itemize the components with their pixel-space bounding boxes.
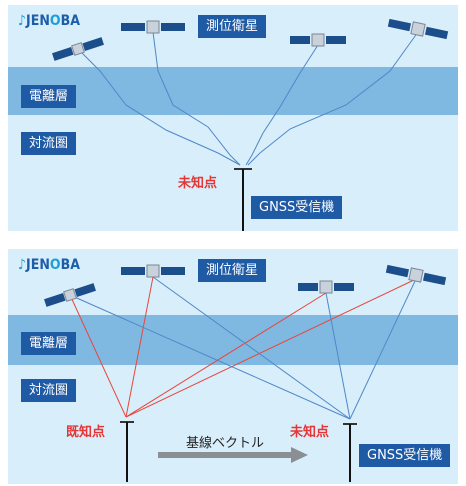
signal-path [245,44,319,166]
satellite-icon [387,18,449,40]
signal-path [152,31,241,166]
signal-paths-bottom [44,264,447,482]
leaf-icon: ♪ [18,257,27,273]
jenoba-logo: ♪JENOBA [18,13,80,29]
signal-path-known [69,294,127,418]
troposphere-label: 対流圏 [21,379,77,402]
signal-path-unknown [69,294,351,420]
satellite-icon [52,37,104,61]
signal-paths-top [52,18,449,231]
signal-path [77,48,241,166]
ionosphere-label: 電離層 [21,332,77,355]
ionosphere-band [8,67,458,115]
troposphere-label: 対流圏 [21,132,77,155]
gnss-receiver-label: GNSS受信機 [359,444,451,467]
signal-path-known [125,278,417,418]
signal-path-unknown [349,278,417,420]
signal-path-known [125,276,154,418]
satellite-icon [385,264,447,286]
relative-positioning-diagram: ♪JENOBA 測位衛星 電離層 対流圏 既知点 未知点 基線ベクトル GNSS… [8,249,458,484]
leaf-icon: ♪ [18,13,27,29]
known-point-label: 既知点 [66,425,106,440]
signal-path [247,31,419,166]
satellite-icon [298,280,354,294]
signal-path-unknown [325,292,351,420]
unknown-point-label: 未知点 [178,176,218,191]
single-point-diagram: ♪JENOBA 測位衛星 電離層 対流圏 未知点 GNSS受信機 [8,5,458,231]
satellite-icon [290,33,346,47]
satellite-icon [44,283,96,307]
ionosphere-label: 電離層 [21,85,77,108]
jenoba-logo: ♪JENOBA [18,257,80,273]
satellite-label: 測位衛星 [198,15,267,38]
satellite-icon [121,264,185,278]
satellite-icon [121,20,185,34]
baseline-vector-label: 基線ベクトル [186,436,265,451]
gnss-receiver-label: GNSS受信機 [251,196,343,219]
unknown-point-label: 未知点 [290,425,330,440]
signal-path-known [125,292,327,418]
baseline-vector-arrow [158,447,308,463]
satellite-label: 測位衛星 [198,259,267,282]
signal-path-unknown [152,276,351,420]
